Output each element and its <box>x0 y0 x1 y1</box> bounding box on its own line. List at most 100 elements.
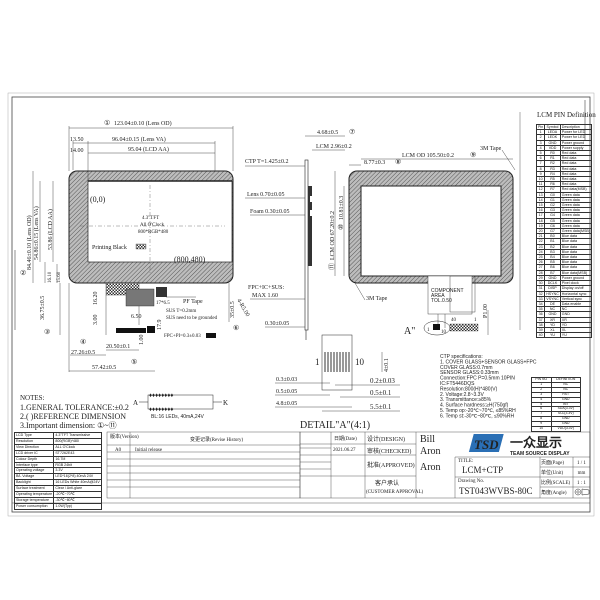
dim-circle: ① <box>104 119 110 127</box>
table-cell: 29 <box>535 274 546 282</box>
lcm-offset-x: 8.77±0.3 <box>364 160 385 166</box>
detail-pin-first: 1 <box>315 357 320 367</box>
customer-label: (CUSTOMER APPROVAL) <box>366 490 424 495</box>
table-cell: 1 <box>535 129 546 136</box>
table-cell: Vertical sync <box>559 295 592 302</box>
dim-circle: ⑨ <box>470 151 476 159</box>
panel-line: All O'Clock <box>140 223 165 228</box>
customer-label: 客户承认 <box>375 479 399 487</box>
table-cell: 2 <box>535 134 546 141</box>
table-cell: Blue data <box>559 243 592 250</box>
detail-a: 1 10 4±0.1 0.3±0.03 0.5±0.05 4.8±0.05 0.… <box>275 334 400 431</box>
table-cell: 4 <box>535 144 546 152</box>
table-cell: Power ground <box>559 274 592 282</box>
table-cell: 34 <box>535 300 546 308</box>
table-cell: 25 <box>535 254 546 261</box>
dim-circle: ⑩ <box>337 224 345 230</box>
foam-thickness: Foam 0.30±0.05 <box>250 209 289 215</box>
dim-17-9: 17.9 <box>157 320 163 331</box>
title-block <box>12 431 591 504</box>
dim-offset: 14.00 <box>70 148 84 154</box>
fpc-pi-note: FPC+PI=0.3±0.03 <box>164 334 201 339</box>
table-cell: Power for LED <box>559 134 592 141</box>
origin-label: (0,0) <box>90 195 106 204</box>
dim-6-50: 6.50 <box>131 314 142 320</box>
table-cell: 13 <box>535 191 546 198</box>
fpc-contacts <box>116 328 146 333</box>
table-cell: 19 <box>535 222 546 230</box>
table-cell: HSYNC <box>544 290 561 297</box>
pf-tape-size: 17*6.5 <box>156 301 170 306</box>
table-cell: 12 <box>535 186 546 193</box>
anode-label: A <box>133 399 138 407</box>
table-cell: Green data <box>559 212 592 219</box>
revision-version-header: 版本(Version) <box>110 433 139 440</box>
pin-table-title: LCM PIN Definition <box>537 111 596 119</box>
dim-lens-va-height: 54.86±0.15 (Lens VA) <box>33 206 40 260</box>
table-cell: 3 <box>535 139 546 146</box>
table-cell: 14 <box>535 196 546 204</box>
table-cell: Power consumption <box>13 502 55 510</box>
detail-right-dim: 0.5±0.1 <box>370 389 392 397</box>
table-cell: Power ground <box>559 139 592 146</box>
ctp-spec-line: Connection:FPC P=0.5mm 10PIN <box>440 376 515 382</box>
dim-offset: 16.10 <box>48 271 53 283</box>
table-cell: Pixel clock <box>559 280 592 287</box>
lens-thickness: Lens 0.70±0.05 <box>247 192 284 198</box>
table-cell: Horizontal sync <box>559 290 592 297</box>
table-cell: 35 <box>535 306 546 313</box>
dim-circle: ③ <box>44 328 50 336</box>
backlight-circuit: ♦♦♦♦♦♦♦♦♦♦♦♦♦♦♦♦ A K BL:16 LEDs, 40mA,24… <box>133 393 228 420</box>
table-cell: Data enable <box>559 300 592 308</box>
company-logo: TSD 一众显示 TEAM SOURCE DISPLAY <box>468 434 570 457</box>
svg-text:♦♦♦♦♦♦♦♦: ♦♦♦♦♦♦♦♦ <box>149 393 174 399</box>
table-cell: Blue data <box>559 254 592 261</box>
detail-right-dim: 5.5±0.1 <box>370 403 392 411</box>
table-cell: 39 <box>535 326 546 334</box>
dim-lcd-aa-height: 53.86 (LCD AA) <box>47 209 54 250</box>
approved-label: 批准(APPROVED) <box>367 461 415 469</box>
table-cell: Power supply <box>559 144 592 152</box>
angle-label: 角度(Angle) <box>541 489 567 496</box>
table-cell: Green data <box>559 202 592 209</box>
pf-tape-label: PF Tape <box>183 299 203 305</box>
drawing-number: TST043WVBS-80C <box>459 486 533 496</box>
ctp-spec-line: CTP specifications: <box>440 354 483 360</box>
table-cell: Green data <box>559 217 592 224</box>
table-cell: 16 LEDs White 40mA@24V <box>53 479 102 487</box>
ctp-spec-line: SENSOR GLASS:0.33mm <box>440 370 499 376</box>
projection-symbol-icon <box>574 488 590 496</box>
table-cell: Blue data <box>559 259 592 266</box>
component-area-label: TOL.0.50 <box>431 298 452 304</box>
table-cell: 15 <box>535 202 546 209</box>
table-cell: 28 <box>535 269 546 276</box>
lcm-offset-y: 10.81±0.3 <box>339 196 345 220</box>
revision-date: 2021.06.27 <box>333 448 356 453</box>
detail-left-dim: 0.3±0.03 <box>276 377 297 383</box>
backlight-caption: BL:16 LEDs, 40mA,24V <box>151 414 204 420</box>
dim-lens-od-height: 84.46±0.10 (Lens OD) <box>26 215 33 270</box>
dim-circle: ⑥ <box>233 324 239 332</box>
table-cell: Green data <box>559 207 592 214</box>
dim-lens-va-width: 96.04±0.15 (Lens VA) <box>112 136 166 143</box>
detail-left-dim: 0.5±0.05 <box>276 389 297 395</box>
table-cell: 11 <box>535 181 546 188</box>
table-cell: 27 <box>535 264 546 271</box>
dim-radius: 4-R5.00 <box>235 298 250 318</box>
logo-cn: 一众显示 <box>510 435 562 450</box>
table-cell: Red data <box>559 160 592 167</box>
table-cell: Red data <box>559 176 592 183</box>
bottom-thickness: 0.30±0.05 <box>265 321 289 327</box>
lcm-od-width: LCM OD 105.50±0.2 <box>402 153 454 159</box>
